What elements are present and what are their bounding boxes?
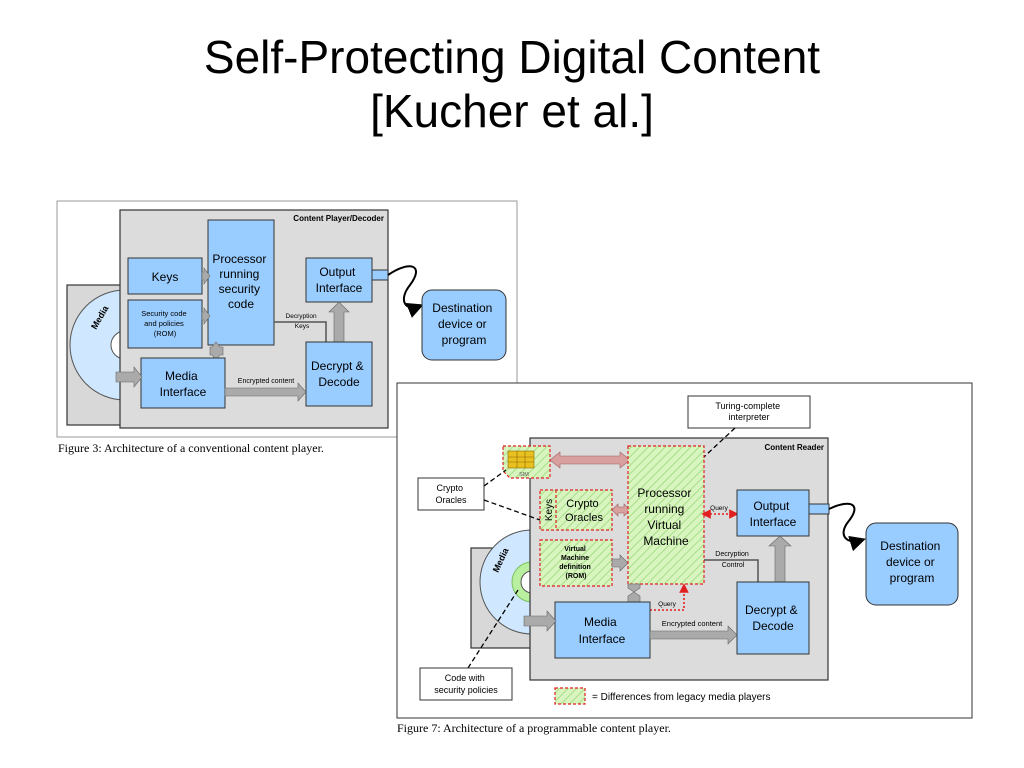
fig7-crypto-leader-2 [483, 499, 541, 521]
fig7-media-interface-box [554, 601, 651, 659]
fig3-output-connector [371, 269, 389, 281]
fig7-crypto-oracles-label: Crypto Oracles [565, 498, 603, 524]
fig7-keys-crypto-box [539, 489, 613, 531]
fig7-output-label: Output Interface [750, 499, 797, 529]
fig3-media-interface-box [140, 357, 226, 409]
fig3-output-label: Output Interface [316, 265, 363, 295]
fig3-decrypt-label: Decrypt & Decode [311, 359, 367, 389]
fig3-cable [387, 265, 424, 318]
fig3-arrow-media-interface [115, 366, 143, 388]
fig3-arrow-keys-processor [201, 267, 211, 285]
fig7-decryption-control-label: Decryption Control [715, 551, 750, 569]
fig3-arrow-encrypted [224, 382, 307, 402]
fig3-decryption-keys-label: Decryption Keys [286, 313, 319, 330]
fig7-destination-label: Destination device or program [880, 539, 943, 585]
fig7-query2-label: Query [658, 601, 676, 608]
fig3-decrypt-box [305, 341, 373, 407]
fig7-panel-label: Content Reader [764, 443, 824, 452]
figure-7: Media Content Reader SIM Turing-complete… [396, 382, 973, 719]
fig3-keys-label: Keys [152, 270, 179, 284]
fig7-media-interface-label: Media Interface [579, 615, 626, 646]
fig7-decryption-control-line [704, 559, 759, 582]
fig7-vm-definition-label: Virtual Machine definition (ROM) [559, 546, 592, 580]
fig7-code-callout [419, 667, 513, 701]
fig7-arrow-media-interface [523, 610, 557, 632]
fig7-cable [828, 502, 866, 552]
fig3-media-interface-label: Media Interface [160, 369, 207, 399]
fig7-query2-line [650, 583, 689, 611]
fig3-destination-label: Destination device or program [432, 301, 495, 347]
fig7-crypto-callout [417, 477, 485, 511]
fig7-arrow-encrypted [649, 625, 738, 645]
fig7-decrypt-label: Decrypt & Decode [745, 603, 801, 633]
fig7-crypto-callout-label: Crypto Oracles [435, 483, 467, 505]
fig7-legend-label: = Differences from legacy media players [592, 692, 771, 703]
fig3-arrow-security-processor [201, 307, 211, 325]
fig3-security-code-box [127, 299, 203, 349]
fig7-sim-card: SIM [502, 445, 551, 479]
title-line-2: [Kucher et al.] [370, 85, 654, 137]
fig3-security-code-label: Security code and policies (ROM) [141, 309, 189, 338]
fig7-turing-label: Turing-complete interpreter [715, 401, 782, 422]
fig3-destination-box [421, 289, 507, 361]
fig7-vm-definition-box [539, 539, 613, 587]
fig7-code-callout-label: Code with security policies [434, 673, 498, 695]
fig7-turing-callout [687, 395, 811, 429]
fig3-encrypted-label: Encrypted content [238, 378, 294, 385]
figure-7-caption: Figure 7: Architecture of a programmable… [397, 721, 671, 735]
fig7-crypto-leader-1 [483, 469, 507, 487]
fig3-processor-label: Processor running security code [212, 252, 269, 311]
fig7-keys-label: Keys [544, 499, 555, 521]
fig7-output-box [736, 489, 810, 537]
fig7-destination-box [865, 522, 959, 606]
fig7-sim-label: SIM [519, 472, 529, 478]
slide-title: Self-Protecting Digital Content [Kucher … [0, 30, 1024, 138]
fig7-decrypt-box [736, 581, 810, 655]
fig3-panel-label: Content Player/Decoder [293, 214, 384, 223]
fig7-arrow-vm-processor [611, 554, 629, 572]
fig3-arrow-decrypt-output [328, 301, 350, 343]
fig7-arrow-decrypt-output [768, 535, 792, 583]
fig3-arrow-processor-media [209, 341, 224, 361]
fig7-output-connector [808, 503, 830, 515]
figure-3-caption: Figure 3: Architecture of a conventional… [58, 441, 324, 455]
fig3-processor-box [207, 219, 275, 346]
fig7-query-label: Query [710, 505, 728, 512]
fig7-processor-label: Processor running Virtual Machine [637, 486, 694, 548]
title-line-1: Self-Protecting Digital Content [203, 31, 821, 83]
fig3-decryption-keys-line [274, 321, 327, 342]
fig7-encrypted-label: Encrypted content [662, 619, 723, 628]
fig7-legend-swatch [554, 687, 586, 705]
